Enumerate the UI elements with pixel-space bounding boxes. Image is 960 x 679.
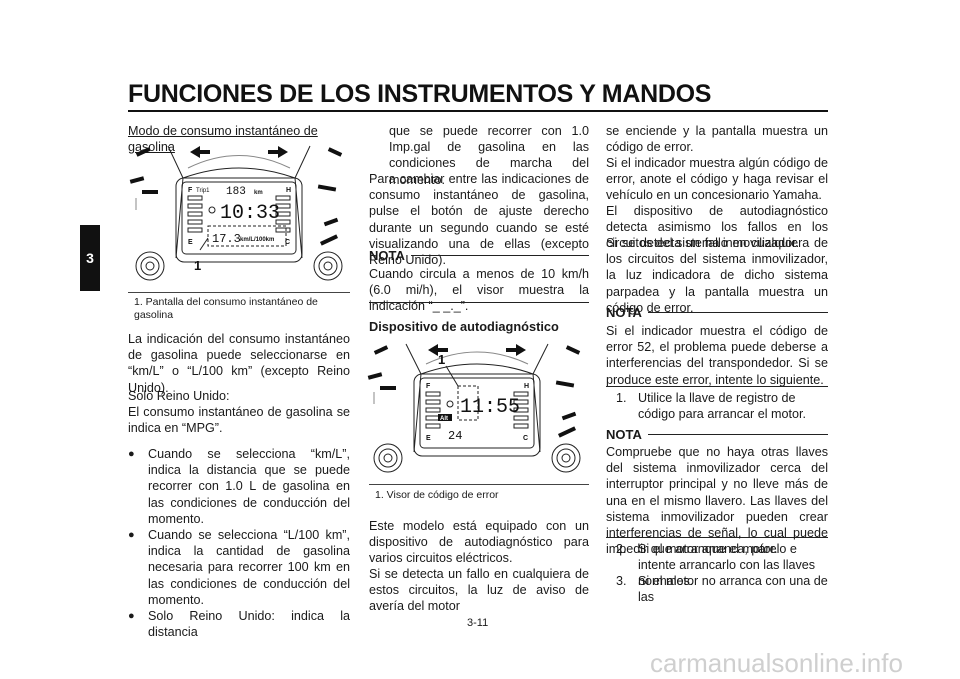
nota-heading: NOTA bbox=[606, 305, 828, 320]
nota-text: Cuando circula a menos de 10 km/h (6.0 m… bbox=[369, 267, 589, 314]
nota-text: Compruebe que no haya otras llaves del s… bbox=[606, 445, 828, 557]
figure-caption: 1. Pantalla del consumo instantáneo de g… bbox=[134, 296, 318, 321]
lcd-fuel-e: E bbox=[188, 239, 193, 246]
paragraph: Si el indicador muestra algún código de … bbox=[606, 156, 828, 203]
section-heading-self-diagnosis: Dispositivo de autodiagnóstico bbox=[369, 319, 559, 334]
lcd-consumption: 17.3 bbox=[212, 232, 241, 246]
caption-rule bbox=[128, 292, 350, 293]
paragraph: La indicación del consumo instantáneo de… bbox=[128, 332, 350, 395]
section-heading-instant-fuel: Modo de consumo instantáneo de gasolina bbox=[128, 124, 318, 155]
list-item: ●Solo Reino Unido: indica la distancia bbox=[128, 609, 350, 640]
page-number: 3-11 bbox=[467, 617, 489, 629]
figure-callout: 1 bbox=[438, 352, 445, 367]
lcd-alt: Alt bbox=[440, 416, 448, 422]
lcd-trip-unit: km bbox=[254, 190, 263, 196]
lcd-temp-h: H bbox=[524, 383, 529, 390]
step-item: 2.Si el motor arranca, párelo e intente … bbox=[616, 542, 816, 589]
list-item: ●Cuando se selecciona “L/100 km”, indica… bbox=[128, 528, 350, 607]
title-rule bbox=[128, 110, 828, 112]
paragraph: que se puede recorrer con 1.0 Imp.gal de… bbox=[389, 124, 589, 187]
figure-error-code-display: F H 11:55 Alt E 24 C 1 bbox=[367, 343, 581, 473]
bullet-icon: ● bbox=[128, 448, 135, 460]
paragraph: Si se detecta un fallo en cualquiera de … bbox=[369, 567, 589, 614]
paragraph: Si se detecta un fallo en cualquiera de … bbox=[606, 236, 828, 315]
step-item: 1.Utilice la llave de registro de código… bbox=[616, 391, 807, 422]
paragraph: se enciende y la pantalla muestra un cód… bbox=[606, 124, 828, 155]
lcd-trip-value: 183 bbox=[226, 186, 246, 198]
caption-rule bbox=[369, 484, 589, 485]
lcd-trip: Trip1 bbox=[196, 188, 210, 194]
bullet-list: ●Cuando se selecciona “km/L”, indica la … bbox=[128, 446, 350, 640]
lcd-fuel-f: F bbox=[188, 187, 193, 194]
nota-end-rule bbox=[606, 386, 828, 387]
bullet-icon: ● bbox=[128, 610, 135, 623]
paragraph: Para cambiar entre las indicaciones de c… bbox=[369, 172, 589, 268]
lcd-clock: 11:55 bbox=[460, 396, 520, 419]
chapter-tab: 3 bbox=[80, 225, 100, 291]
lcd-clock: 10:33 bbox=[220, 202, 280, 225]
nota-text: Si el indicador muestra el código de err… bbox=[606, 324, 828, 387]
lcd-temp-c: C bbox=[285, 239, 290, 246]
figure-instant-fuel-display: F Trip1 183 km H 10:33 E 17.3 km/L/100km… bbox=[129, 145, 343, 281]
lcd-fuel-e: E bbox=[426, 435, 431, 442]
figure-caption: 1. Visor de código de error bbox=[375, 489, 499, 501]
nota-end-rule bbox=[606, 537, 828, 538]
lcd-temp-h: H bbox=[286, 187, 291, 194]
lcd-error-code: 24 bbox=[448, 429, 462, 443]
lcd-temp-c: C bbox=[523, 435, 528, 442]
nota-heading: NOTA bbox=[606, 427, 828, 442]
lcd-fuel-f: F bbox=[426, 383, 431, 390]
figure-callout: 1 bbox=[194, 258, 201, 273]
paragraph: El dispositivo de autodiagnóstico detect… bbox=[606, 204, 828, 251]
nota-end-rule bbox=[369, 302, 589, 303]
list-item: ●Cuando se selecciona “km/L”, indica la … bbox=[128, 447, 350, 526]
watermark: carmanualsonline.info bbox=[650, 648, 903, 678]
nota-heading: NOTA bbox=[369, 248, 589, 263]
paragraph: Solo Reino Unido: bbox=[128, 389, 230, 403]
paragraph: Este modelo está equipado con un disposi… bbox=[369, 519, 589, 566]
page-title: FUNCIONES DE LOS INSTRUMENTOS Y MANDOS bbox=[128, 80, 712, 108]
paragraph: El consumo instantáneo de gasolina se in… bbox=[128, 405, 350, 436]
step-item: 3.Si el motor no arranca con una de las bbox=[616, 574, 828, 605]
lcd-consumption-unit: km/L/100km bbox=[240, 237, 274, 243]
bullet-icon: ● bbox=[128, 529, 135, 542]
